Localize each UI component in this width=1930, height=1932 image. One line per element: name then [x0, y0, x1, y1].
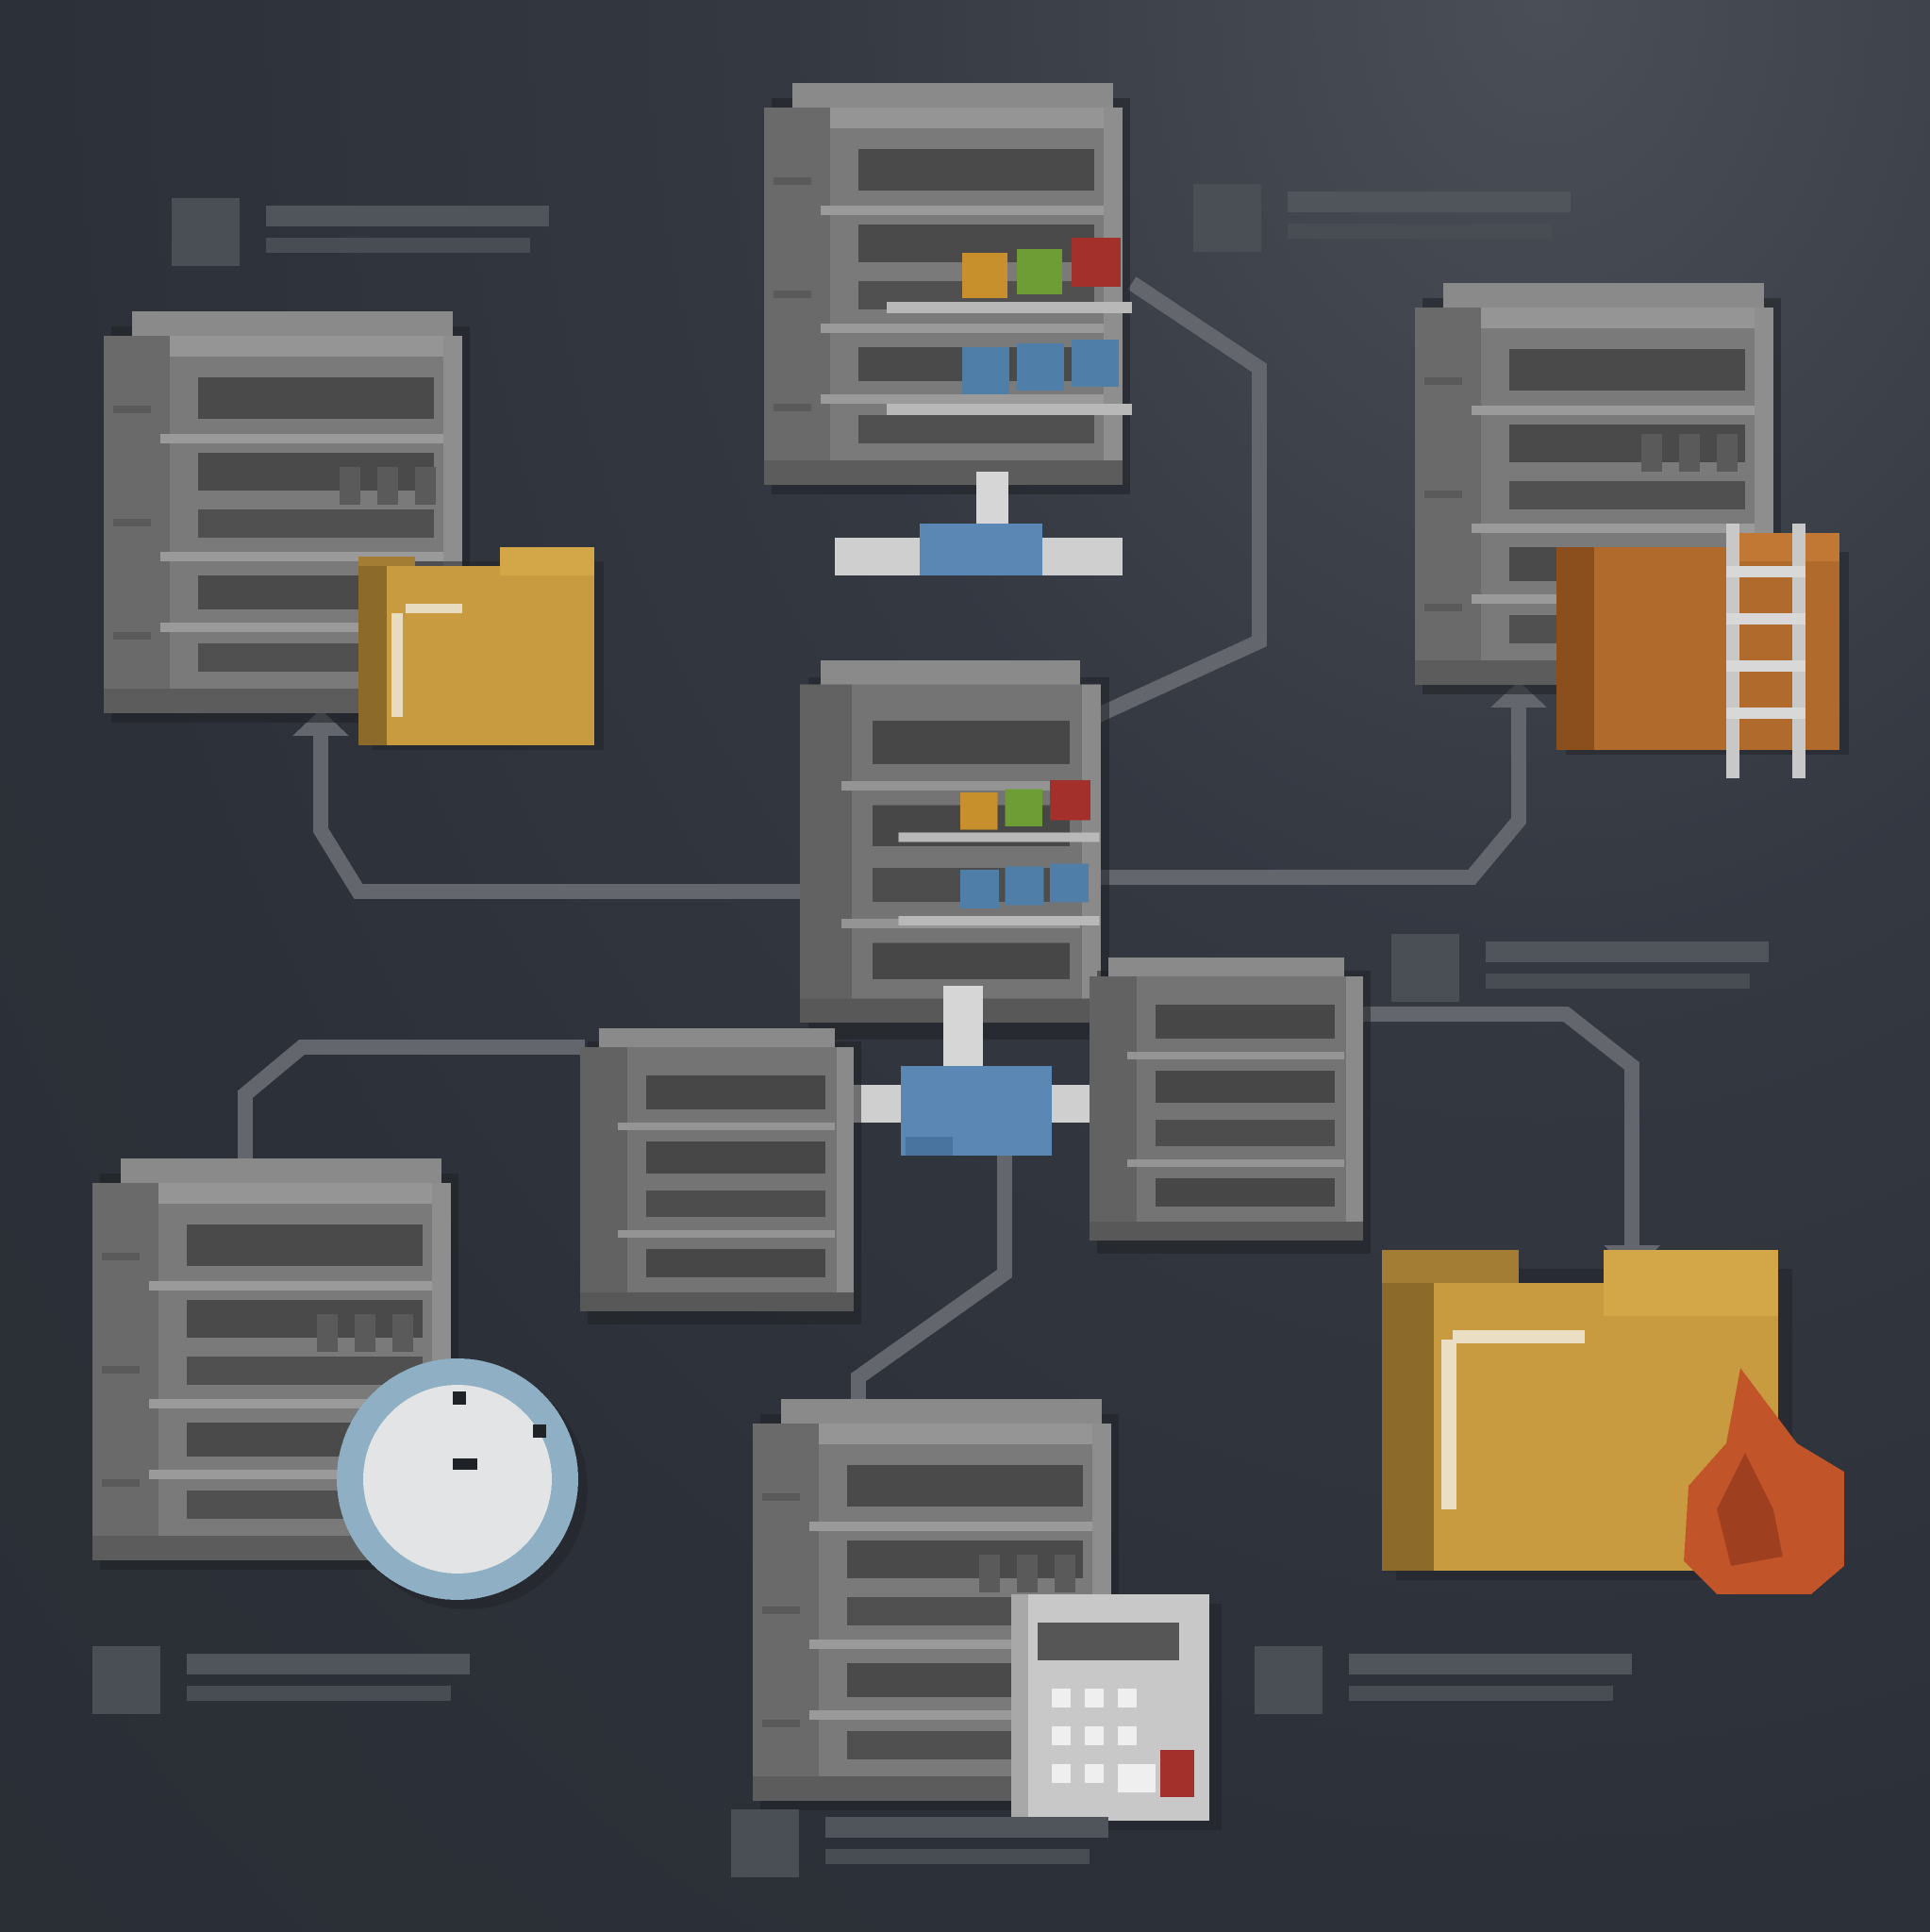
- label-top-right: [1193, 184, 1571, 252]
- gauge-icon: [337, 1358, 588, 1609]
- top-server: [764, 83, 1132, 494]
- label-mid-right: [1391, 934, 1769, 1002]
- label-bottom-center: [731, 1809, 1108, 1877]
- folder-icon: [358, 547, 604, 750]
- mid-left-server: [580, 1028, 861, 1324]
- folder-ladder-icon: [1556, 524, 1849, 778]
- mid-right-server: [1090, 958, 1371, 1254]
- arrow-up-right-icon: [1490, 681, 1547, 708]
- calculator-icon: [1011, 1594, 1222, 1830]
- left-server: [104, 311, 470, 723]
- top-hub: [835, 472, 1123, 575]
- label-bottom-right: [1255, 1646, 1632, 1714]
- connector-lines: [238, 276, 1639, 1406]
- arrow-up-left-icon: [292, 709, 349, 736]
- bottom-server: [753, 1399, 1119, 1810]
- folder-flame-icon: [1382, 1250, 1844, 1594]
- label-bottom-left: [92, 1646, 470, 1714]
- right-server: [1415, 283, 1781, 694]
- label-top-left: [172, 198, 549, 266]
- bottom-left-server: [92, 1158, 458, 1570]
- center-server: [800, 660, 1109, 1040]
